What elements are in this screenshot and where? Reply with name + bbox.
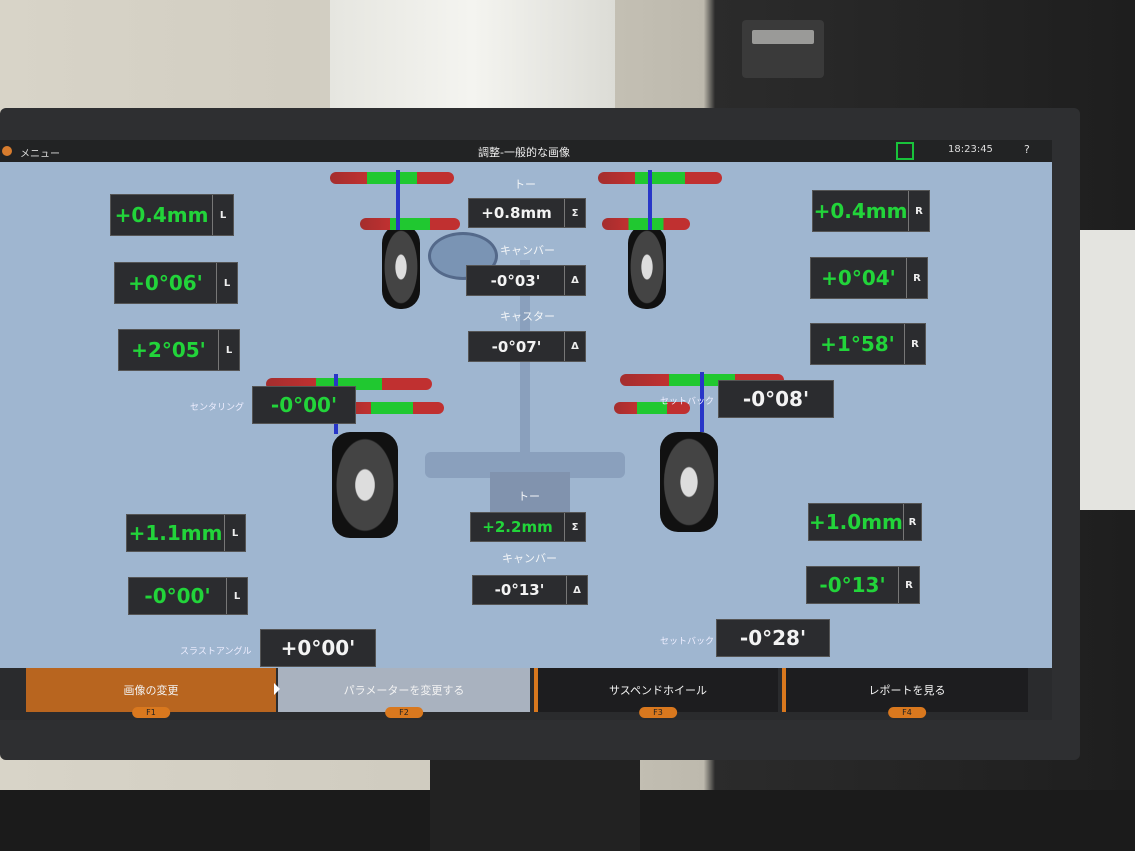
right-tag: R: [902, 504, 921, 540]
front-right-toe: +0.4mm R: [812, 190, 930, 232]
front-right-direction-arrow: [648, 170, 652, 230]
right-tag: R: [904, 324, 925, 364]
rear-left-toe: +1.1mm L: [126, 514, 246, 552]
menu-button[interactable]: メニュー: [20, 149, 60, 160]
front-camber-label: キャンバー: [500, 244, 555, 257]
f2-change-parameters-button[interactable]: パラメーターを変更する F2: [278, 668, 530, 718]
front-total-toe-value: +0.8mm: [481, 204, 552, 222]
function-key-bar: 画像の変更 F1 パラメーターを変更する F2 サスペンドホイール F3 レポー…: [0, 668, 1052, 720]
left-tag: L: [218, 330, 239, 370]
front-caster-delta-value: -0°07': [491, 337, 542, 356]
thrust-angle: +0°00': [260, 629, 376, 667]
rear-right-toe: +1.0mm R: [808, 503, 922, 541]
front-left-camber-indicator: [360, 218, 460, 230]
front-camber-delta-value: -0°03': [490, 271, 541, 290]
f1-key: F1: [132, 707, 170, 718]
rear-camber-label: キャンバー: [502, 552, 557, 565]
rear-total-toe-value: +2.2mm: [482, 518, 553, 536]
front-left-toe-value: +0.4mm: [114, 203, 209, 227]
rear-left-camber-indicator: [340, 402, 444, 414]
front-toe-label: トー: [514, 178, 536, 191]
rear-right-camber: -0°13' R: [806, 566, 920, 604]
help-button[interactable]: ?: [1024, 143, 1030, 156]
front-left-direction-arrow: [396, 170, 400, 230]
right-tag: R: [908, 191, 929, 231]
f4-view-report-button[interactable]: レポートを見る F4: [782, 668, 1028, 718]
f3-label: サスペンドホイール: [608, 684, 707, 697]
front-right-caster-value: +1°58': [820, 332, 895, 356]
rear-setback-value: -0°28': [739, 626, 807, 650]
f4-label: レポートを見る: [868, 684, 946, 697]
rear-right-wheel: [660, 432, 718, 532]
sigma-symbol: Σ: [564, 199, 585, 227]
delta-symbol: Δ: [564, 332, 585, 361]
delta-symbol: Δ: [566, 576, 587, 604]
left-tag: L: [216, 263, 237, 303]
front-left-wheel: [382, 225, 420, 309]
rear-left-camber: -0°00' L: [128, 577, 248, 615]
front-right-wheel: [628, 225, 666, 309]
front-left-toe-indicator: [330, 172, 454, 184]
front-left-caster: +2°05' L: [118, 329, 240, 371]
f2-label: パラメーターを変更する: [343, 684, 465, 697]
front-caster-label: キャスター: [500, 310, 555, 323]
mouse-cursor-icon: [274, 683, 280, 695]
front-left-toe: +0.4mm L: [110, 194, 234, 236]
front-camber-delta: -0°03' Δ: [466, 265, 586, 296]
front-right-camber-value: +0°04': [821, 266, 896, 290]
f1-label: 画像の変更: [123, 684, 179, 697]
delta-symbol: Δ: [564, 266, 585, 295]
thrust-angle-value: +0°00': [280, 636, 356, 660]
rear-toe-label: トー: [518, 490, 540, 503]
app-logo-icon: [2, 146, 12, 156]
centering-value: -0°00': [270, 393, 338, 417]
f3-suspend-wheel-button[interactable]: サスペンドホイール F3: [534, 668, 778, 718]
centering: -0°00': [252, 386, 356, 424]
wall-plate: [742, 20, 824, 78]
front-left-caster-value: +2°05': [131, 338, 206, 362]
rear-left-toe-value: +1.1mm: [128, 521, 223, 545]
thrust-angle-label: スラストアングル: [180, 647, 252, 657]
front-right-toe-value: +0.4mm: [813, 199, 908, 223]
background-window: [330, 0, 615, 115]
clock: 18:23:45: [948, 144, 993, 155]
rear-setback: -0°28': [716, 619, 830, 657]
screen-title: 調整-一般的な画像: [478, 146, 570, 159]
front-right-camber: +0°04' R: [810, 257, 928, 299]
alignment-screen: メニュー 調整-一般的な画像 18:23:45 ? トー +0.8mm Σ キャ…: [0, 140, 1052, 720]
front-left-camber: +0°06' L: [114, 262, 238, 304]
left-tag: L: [224, 515, 245, 551]
rear-right-toe-value: +1.0mm: [809, 510, 903, 534]
front-right-camber-indicator: [602, 218, 690, 230]
f2-key: F2: [385, 707, 423, 718]
rear-camber-delta: -0°13' Δ: [472, 575, 588, 605]
f3-key: F3: [639, 707, 677, 718]
front-left-camber-value: +0°06': [128, 271, 203, 295]
left-tag: L: [226, 578, 247, 614]
left-tag: L: [212, 195, 233, 235]
front-setback: -0°08': [718, 380, 834, 418]
front-total-toe: +0.8mm Σ: [468, 198, 586, 228]
f1-change-image-button[interactable]: 画像の変更 F1: [26, 668, 276, 718]
front-setback-label: セットバック: [660, 397, 715, 407]
right-tag: R: [898, 567, 919, 603]
rear-right-camber-indicator: [614, 402, 690, 414]
title-bar: メニュー 調整-一般的な画像 18:23:45 ?: [0, 140, 1052, 162]
rear-right-direction-arrow: [700, 372, 704, 432]
rear-camber-delta-value: -0°13': [494, 581, 545, 599]
alignment-mode-icon[interactable]: [896, 142, 914, 160]
rear-total-toe: +2.2mm Σ: [470, 512, 586, 542]
right-tag: R: [906, 258, 927, 298]
rear-left-camber-value: -0°00': [144, 584, 211, 608]
front-right-toe-indicator: [598, 172, 722, 184]
rear-setback-label: セットバック: [660, 637, 715, 647]
f4-key: F4: [888, 707, 926, 718]
front-caster-delta: -0°07' Δ: [468, 331, 586, 362]
centering-label: センタリング: [190, 403, 245, 413]
front-setback-value: -0°08': [742, 387, 810, 411]
front-right-caster: +1°58' R: [810, 323, 926, 365]
sigma-symbol: Σ: [564, 513, 585, 541]
rear-left-wheel: [332, 432, 398, 538]
rear-right-camber-value: -0°13': [819, 573, 886, 597]
